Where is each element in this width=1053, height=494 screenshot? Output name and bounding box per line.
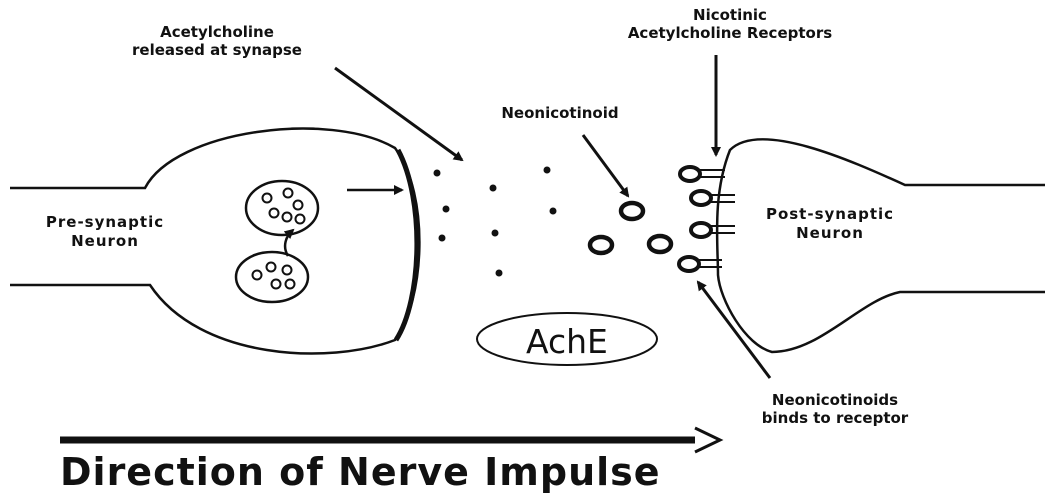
neonicotinoid-label: Neonicotinoid (460, 104, 660, 122)
binds-label: Neonicotinoids binds to receptor (720, 391, 950, 427)
presynaptic-label: Pre-synaptic Neuron (15, 213, 195, 251)
presynaptic-membrane (396, 150, 417, 340)
ach-released-label: Acetylcholine released at synapse (92, 23, 342, 59)
vesicle-upper (246, 181, 318, 235)
neonicotinoid-arrow (583, 135, 628, 196)
direction-label: Direction of Nerve Impulse (60, 450, 661, 494)
vesicle-lower (236, 252, 308, 302)
acetylcholine-molecules (434, 167, 557, 277)
ache-label: AchE (526, 322, 608, 361)
ach-released-arrow (335, 68, 462, 160)
binds-arrow (698, 282, 770, 378)
nicotinic-receptor-label: Nicotinic Acetylcholine Receptors (580, 6, 880, 42)
receptors (679, 167, 735, 271)
postsynaptic-label: Post-synaptic Neuron (745, 205, 915, 243)
neonicotinoid-molecules (590, 203, 671, 253)
postsynaptic-neuron-outline (717, 139, 1045, 352)
